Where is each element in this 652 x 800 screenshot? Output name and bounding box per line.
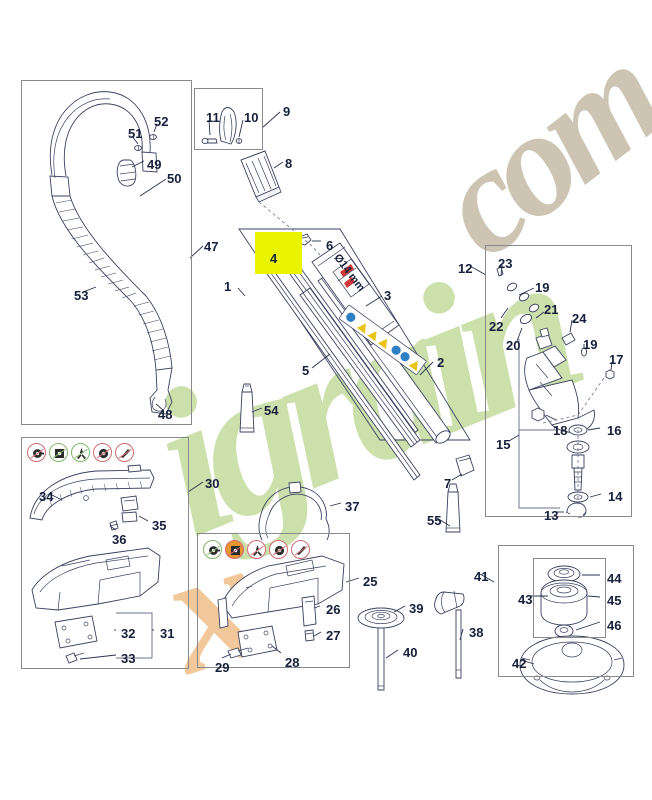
- callout-number-6[interactable]: 6: [326, 238, 334, 253]
- callout-number-49[interactable]: 49: [147, 157, 162, 172]
- callout-number-9[interactable]: 9: [283, 104, 291, 119]
- callout-number-47[interactable]: 47: [204, 239, 219, 254]
- callout-number-4[interactable]: 4: [270, 251, 278, 266]
- 3-tooth-blade-icon: [247, 540, 266, 559]
- loop-handle-panel: [197, 533, 350, 668]
- callout-number-24[interactable]: 24: [572, 311, 587, 326]
- trimmer-head-panel: [498, 545, 634, 677]
- callout-number-11[interactable]: 11: [206, 110, 220, 125]
- callout-number-48[interactable]: 48: [158, 407, 173, 422]
- callout-number-19[interactable]: 19: [535, 280, 550, 295]
- callout-number-39[interactable]: 39: [409, 601, 424, 616]
- callout-number-28[interactable]: 28: [285, 655, 300, 670]
- callout-number-18[interactable]: 18: [553, 423, 568, 438]
- callout-number-29[interactable]: 29: [215, 660, 230, 675]
- trimmer-inner-panel: [533, 558, 606, 638]
- harness-drawing: [49, 91, 173, 415]
- loop-handle-badges: [203, 540, 310, 559]
- callout-number-55[interactable]: 55: [427, 513, 442, 528]
- callout-number-32[interactable]: 32: [121, 626, 136, 641]
- callout-number-43[interactable]: 43: [518, 592, 533, 607]
- trimmer-head-icon: [269, 540, 288, 559]
- callout-number-46[interactable]: 46: [607, 618, 622, 633]
- callout-number-3[interactable]: 3: [384, 288, 392, 303]
- callout-number-44[interactable]: 44: [607, 571, 622, 586]
- callout-number-34[interactable]: 34: [39, 489, 54, 504]
- callout-number-17[interactable]: 17: [609, 352, 624, 367]
- guard-drawing: [29, 464, 161, 664]
- callout-number-50[interactable]: 50: [167, 171, 182, 186]
- callout-number-14[interactable]: 14: [608, 489, 623, 504]
- callout-number-31[interactable]: 31: [160, 626, 175, 641]
- callout-number-5[interactable]: 5: [302, 363, 310, 378]
- callout-number-23[interactable]: 23: [498, 256, 513, 271]
- trimmer-head-icon: [93, 443, 112, 462]
- callout-number-53[interactable]: 53: [74, 288, 89, 303]
- callout-number-38[interactable]: 38: [469, 625, 484, 640]
- callout-number-16[interactable]: 16: [607, 423, 622, 438]
- callout-number-15[interactable]: 15: [496, 437, 511, 452]
- callout-number-42[interactable]: 42: [512, 656, 527, 671]
- callout-number-54[interactable]: 54: [264, 403, 279, 418]
- callout-number-7[interactable]: 7: [444, 476, 452, 491]
- callout-number-30[interactable]: 30: [205, 476, 220, 491]
- guard-badges: [27, 443, 134, 462]
- callout-number-37[interactable]: 37: [345, 499, 360, 514]
- callout-number-36[interactable]: 36: [112, 532, 127, 547]
- saw-blade-icon: [49, 443, 68, 462]
- gearbox-panel: [485, 245, 632, 517]
- harness-panel: [21, 80, 192, 425]
- callout-number-1[interactable]: 1: [224, 279, 232, 294]
- guard-panel: [21, 437, 189, 669]
- callout-number-19[interactable]: 19: [583, 337, 598, 352]
- callout-number-26[interactable]: 26: [326, 602, 341, 617]
- blade-disc-icon: [203, 540, 222, 559]
- callout-number-45[interactable]: 45: [607, 593, 622, 608]
- trimmer-head-drawing: [519, 565, 625, 695]
- callout-number-10[interactable]: 10: [244, 110, 259, 125]
- callout-number-51[interactable]: 51: [128, 126, 143, 141]
- callout-number-13[interactable]: 13: [544, 508, 559, 523]
- tools-drawing: [357, 590, 465, 691]
- callout-number-2[interactable]: 2: [437, 355, 445, 370]
- saw-blade-icon: [225, 540, 244, 559]
- blade-disc-icon: [27, 443, 46, 462]
- loop-handle-drawing: [217, 481, 345, 659]
- 3-tooth-blade-icon: [71, 443, 90, 462]
- callout-number-35[interactable]: 35: [152, 518, 167, 533]
- callout-number-20[interactable]: 20: [506, 338, 521, 353]
- callout-number-21[interactable]: 21: [544, 302, 559, 317]
- highlight-box-part-4[interactable]: [255, 232, 302, 274]
- callout-number-12[interactable]: 12: [458, 261, 473, 276]
- callout-number-27[interactable]: 27: [326, 628, 341, 643]
- leader-lines: [49, 111, 613, 665]
- callout-number-41[interactable]: 41: [474, 569, 489, 584]
- knife-blade-icon: [291, 540, 310, 559]
- callout-number-8[interactable]: 8: [285, 156, 293, 171]
- handle-bracket-drawing: [201, 107, 243, 145]
- callout-number-33[interactable]: 33: [121, 651, 136, 666]
- callout-number-52[interactable]: 52: [154, 114, 169, 129]
- gearbox-drawing: [496, 266, 615, 518]
- callout-number-22[interactable]: 22: [489, 319, 504, 334]
- handle-panel: [194, 88, 263, 150]
- knife-blade-icon: [115, 443, 134, 462]
- callout-number-25[interactable]: 25: [363, 574, 378, 589]
- callout-number-40[interactable]: 40: [403, 645, 418, 660]
- grip-drawing: [240, 150, 282, 203]
